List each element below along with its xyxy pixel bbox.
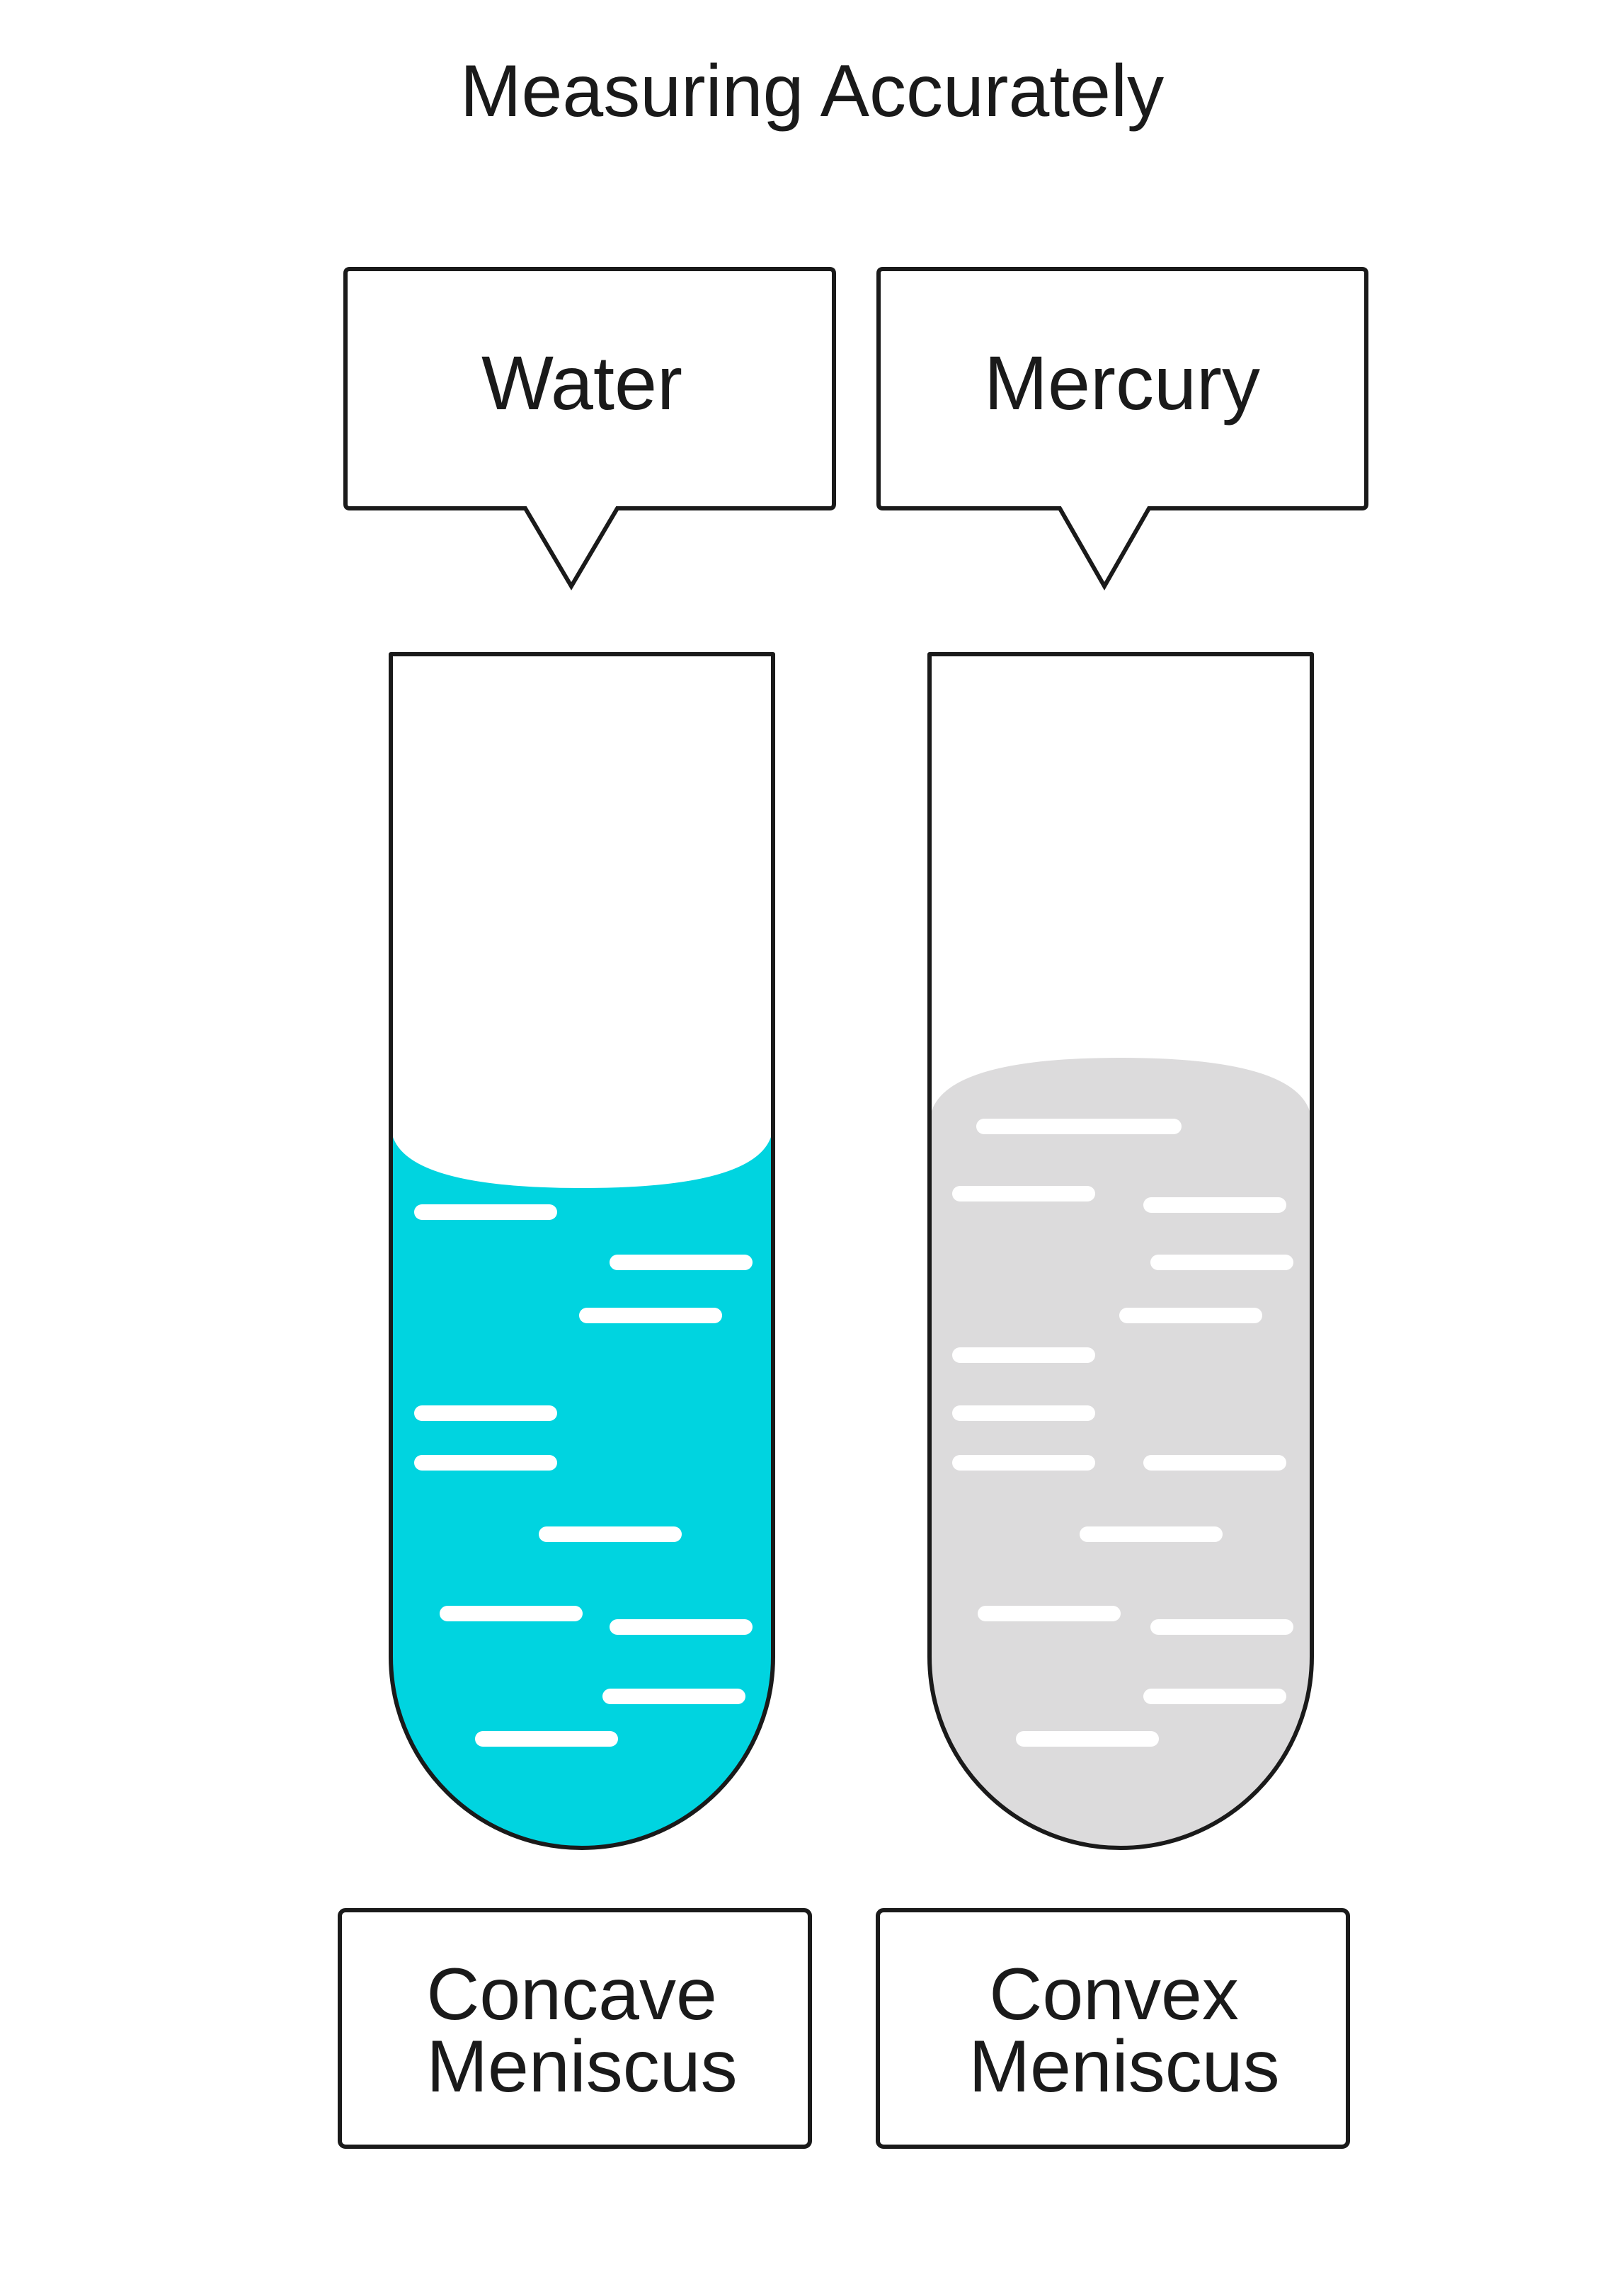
water-callout-label: Water bbox=[481, 340, 682, 426]
water-group: Water Concave Meniscus bbox=[338, 267, 836, 2149]
mercury-test-tube bbox=[927, 652, 1314, 1850]
mercury-callout-bubble bbox=[876, 267, 1368, 591]
water-test-tube bbox=[389, 652, 775, 1850]
mercury-liquid bbox=[930, 1058, 1312, 1848]
convex-label-line2: Meniscus bbox=[968, 2026, 1279, 2108]
concave-meniscus-label: Concave Meniscus bbox=[426, 1953, 737, 2108]
concave-label-line2: Meniscus bbox=[426, 2026, 737, 2108]
water-meniscus-label-box bbox=[338, 1908, 812, 2149]
water-liquid bbox=[391, 1124, 773, 1848]
diagram-title: Measuring Accurately bbox=[460, 50, 1164, 132]
convex-label-line1: Convex bbox=[989, 1953, 1239, 2036]
mercury-group: Mercury Convex Meniscus bbox=[876, 267, 1368, 2149]
mercury-callout-label: Mercury bbox=[984, 340, 1260, 426]
concave-label-line1: Concave bbox=[426, 1953, 716, 2036]
mercury-meniscus-label-box bbox=[876, 1908, 1350, 2149]
mercury-highlights bbox=[952, 1119, 1293, 1747]
water-callout-bubble bbox=[343, 267, 836, 590]
water-highlights bbox=[414, 1204, 753, 1747]
convex-meniscus-label: Convex Meniscus bbox=[968, 1953, 1279, 2108]
